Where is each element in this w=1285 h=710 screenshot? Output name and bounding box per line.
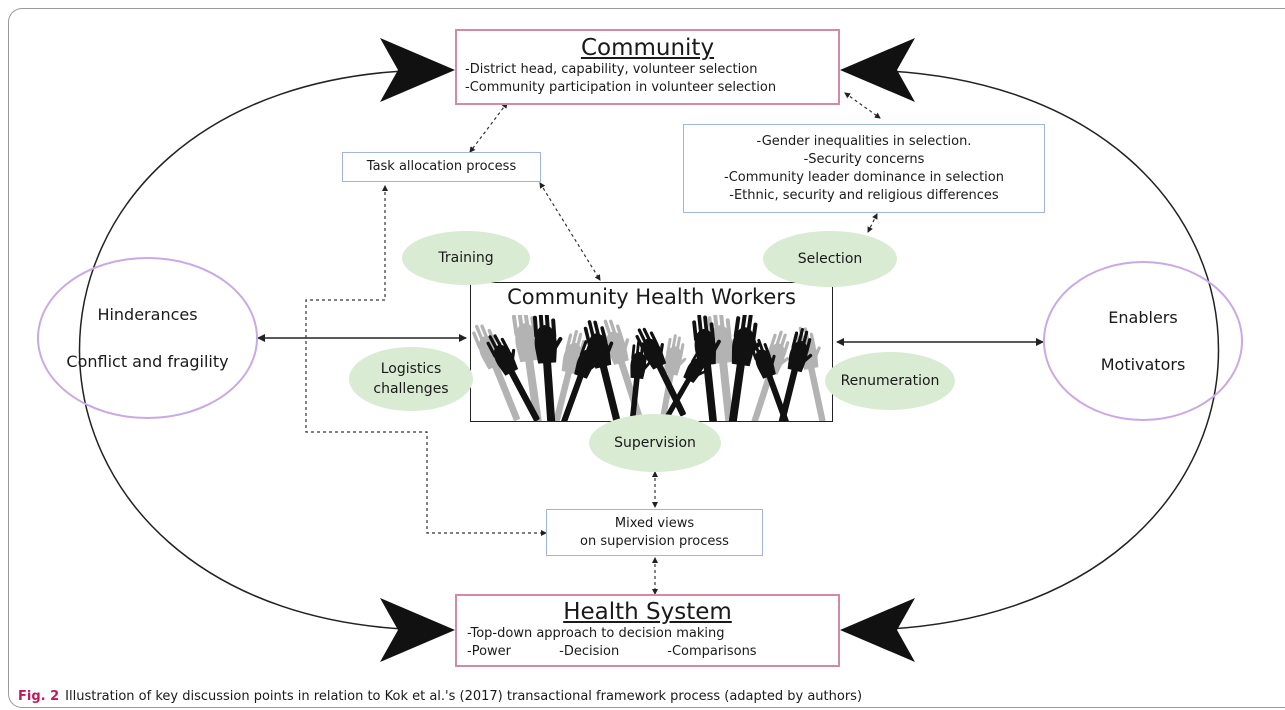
- enablers-label: Enablers: [1108, 308, 1178, 327]
- renumeration-pill: Renumeration: [825, 352, 955, 410]
- chw-title: Community Health Workers: [507, 285, 796, 309]
- health-system-title: Health System: [563, 599, 732, 625]
- raised-hands-graphic: [471, 315, 831, 421]
- enablers-oval: Enablers Motivators: [1043, 261, 1243, 421]
- power-item: -Power: [467, 644, 511, 659]
- community-box: Community -District head, capability, vo…: [455, 29, 840, 105]
- chw-box: Community Health Workers: [470, 282, 833, 422]
- health-system-box: Health System -Top-down approach to deci…: [455, 594, 840, 667]
- caption-label: Fig. 2: [18, 689, 60, 704]
- arrowhead-bottom-left: [380, 598, 455, 662]
- supervision-pill: Supervision: [589, 414, 721, 472]
- arrowhead-top-right: [840, 38, 915, 102]
- community-title: Community: [580, 35, 715, 61]
- dotted-task-mixed-loop: [305, 185, 547, 536]
- hinderances-oval: Hinderances Conflict and fragility: [37, 257, 258, 419]
- logistics-label-1: Logistics: [380, 361, 442, 377]
- selection-label: Selection: [797, 251, 863, 267]
- conflict-label: Conflict and fragility: [66, 352, 229, 371]
- supervision-label: Supervision: [614, 435, 696, 451]
- arrowhead-top-left: [380, 38, 455, 102]
- mixed-views-box: Mixed views on supervision process: [546, 509, 763, 556]
- selection-issue-2: -Security concerns: [803, 152, 925, 167]
- task-allocation-label: Task allocation process: [366, 159, 517, 174]
- mixed-views-line-2: on supervision process: [580, 534, 729, 549]
- dotted-task-chw: [539, 182, 601, 281]
- selection-issue-1: -Gender inequalities in selection.: [756, 134, 972, 149]
- renumeration-label: Renumeration: [840, 373, 940, 389]
- logistics-label-2: challenges: [373, 381, 449, 397]
- selection-issue-3: -Community leader dominance in selection: [724, 170, 1004, 185]
- figure-caption: Fig. 2 Illustration of key discussion poi…: [18, 689, 862, 704]
- arrowhead-bottom-right: [840, 598, 915, 662]
- figure-frame: [8, 8, 1285, 708]
- selection-issue-4: -Ethnic, security and religious differen…: [729, 188, 999, 203]
- training-label: Training: [438, 250, 494, 266]
- decision-item: -Decision: [559, 644, 620, 659]
- dotted-community-selection: [844, 92, 881, 119]
- training-pill: Training: [402, 231, 530, 285]
- task-allocation-box: Task allocation process: [342, 152, 541, 182]
- caption-text: Illustration of key discussion points in…: [65, 689, 863, 704]
- community-line-2: -Community participation in volunteer se…: [465, 80, 777, 95]
- comparisons-item: -Comparisons: [667, 644, 757, 659]
- motivators-label: Motivators: [1100, 355, 1186, 374]
- logistics-pill: Logistics challenges: [349, 347, 473, 411]
- selection-issues-box: -Gender inequalities in selection. -Secu…: [683, 124, 1045, 213]
- selection-pill: Selection: [763, 231, 897, 287]
- community-line-1: -District head, capability, volunteer se…: [465, 62, 758, 77]
- mixed-views-line-1: Mixed views: [614, 516, 695, 531]
- health-system-line-2: -Power -Decision -Comparisons: [467, 643, 828, 661]
- health-system-line-1: -Top-down approach to decision making: [467, 626, 725, 641]
- dotted-community-task: [469, 102, 508, 153]
- dotted-issues-selection: [867, 213, 878, 233]
- hinderances-label: Hinderances: [97, 305, 198, 324]
